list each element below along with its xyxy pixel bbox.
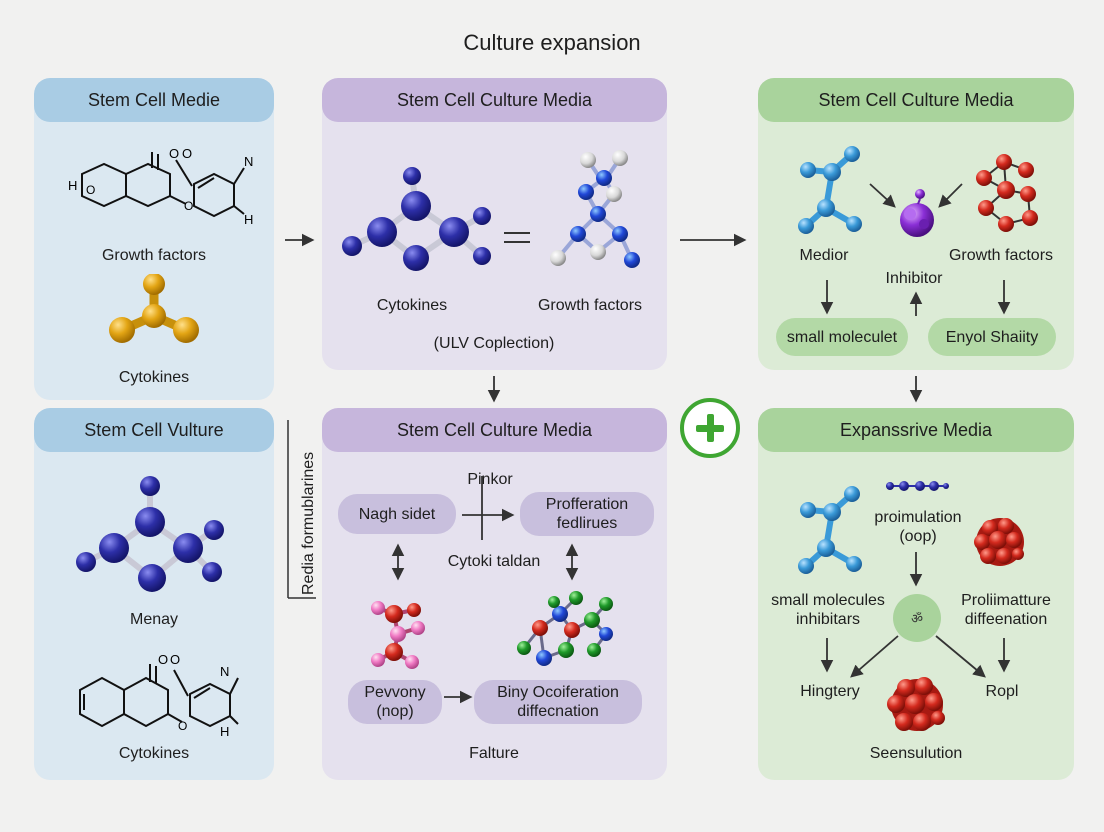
panel-stem-cell-medie: Stem Cell Medie O O H O N H O Growth fac… [34, 78, 274, 400]
label-ropl: Ropl [985, 683, 1019, 700]
svg-text:H: H [68, 178, 77, 193]
panel-header: Stem Cell Vulture [34, 408, 274, 452]
label-medior: Medior [799, 247, 849, 264]
panel-stem-cell-culture-media-1: Stem Cell Culture Media [322, 78, 667, 370]
label-seensulution: Seensulution [869, 745, 963, 762]
svg-text:O: O [169, 146, 179, 161]
navy-molecule-icon [76, 476, 224, 592]
panel-header: Stem Cell Culture Media [322, 408, 667, 452]
red-ring-molecule-icon [976, 154, 1038, 232]
red-cluster-icon [887, 677, 945, 731]
pill-small-moleculet: small moleculet [776, 318, 908, 356]
panel-header: Stem Cell Culture Media [322, 78, 667, 122]
pink-red-molecule-icon [371, 601, 425, 669]
plus-icon [680, 398, 740, 458]
svg-text:O: O [170, 652, 180, 667]
label-growth-factors: Growth factors [537, 297, 643, 314]
svg-text:O: O [178, 719, 187, 733]
label-proliimatture: Proliimatture diffeenation [961, 592, 1051, 628]
page-title: Culture expansion [463, 30, 641, 55]
pill-pevvony-nop: Pevvony (nop) [348, 680, 442, 724]
panel-header: Stem Cell Culture Media [758, 78, 1074, 122]
label-menay: Menay [129, 611, 179, 628]
svg-text:O: O [86, 183, 95, 197]
panel-stem-cell-vulture: Stem Cell Vulture Menay O [34, 408, 274, 780]
label-growth-factors: Growth factors [948, 247, 1054, 264]
panel-stem-cell-culture-media-2: Stem Cell Culture Media Pinkor Nagh side… [322, 408, 667, 780]
label-small-molecules-inhibitars: small molecules inhibitars [771, 592, 885, 628]
chemical-structure-icon: O O H O N H O [68, 146, 253, 227]
label-cytokines: Cytokines [118, 369, 190, 386]
blue-white-molecule-icon [550, 150, 640, 268]
label-cytokines: Cytokines [376, 297, 448, 314]
label-ulv-coplection: (ULV Coplection) [433, 335, 555, 352]
pill-nagh-sidet: Nagh sidet [338, 494, 456, 534]
label-falture: Falture [469, 745, 519, 762]
svg-text:O: O [182, 146, 192, 161]
label-growth-factors: Growth factors [101, 247, 207, 264]
equals-icon [504, 232, 530, 243]
panel-header: Stem Cell Medie [34, 78, 274, 122]
svg-text:H: H [244, 212, 253, 227]
gold-molecule-icon [109, 274, 199, 343]
pill-enyol-shaiity: Enyol Shaiity [928, 318, 1056, 356]
svg-text:H: H [220, 724, 229, 739]
red-cluster-icon [974, 518, 1024, 566]
navy-molecule-icon [342, 167, 491, 271]
svg-text:ॐ: ॐ [911, 612, 923, 627]
label-cytokines: Cytokines [118, 745, 190, 762]
svg-text:O: O [158, 652, 168, 667]
panel-header: Expanssrive Media [758, 408, 1074, 452]
label-proimulation: proimulation (oop) [874, 509, 962, 545]
small-blue-chain-icon [886, 481, 949, 491]
sky-blue-molecule-icon [798, 486, 862, 574]
chemical-structure-icon: O O N H O [79, 652, 239, 739]
label-cytoki-taldan: Cytoki taldan [447, 553, 541, 570]
svg-text:N: N [244, 154, 253, 169]
pill-profferation-fedlirues: Profferation fedlirues [520, 492, 654, 536]
label-inhibitor: Inhibitor [885, 270, 943, 287]
green-node-icon: ॐ [893, 594, 941, 642]
label-hingtery: Hingtery [800, 683, 860, 700]
panel-stem-cell-culture-media-3: Stem Cell Culture Media Medior [758, 78, 1074, 370]
pill-biny-ocoiferation: Biny Ocoiferation diffecnation [474, 680, 642, 724]
mixed-molecule-cluster-icon [517, 591, 613, 666]
purple-inhibitor-molecule-icon [900, 189, 934, 237]
svg-text:O: O [184, 199, 193, 213]
panel-expanssrive-media: Expanssrive Media proimulation (oop) sma… [758, 408, 1074, 780]
label-pinkor: Pinkor [467, 471, 513, 488]
svg-text:N: N [220, 664, 229, 679]
sky-blue-molecule-icon [798, 146, 862, 234]
